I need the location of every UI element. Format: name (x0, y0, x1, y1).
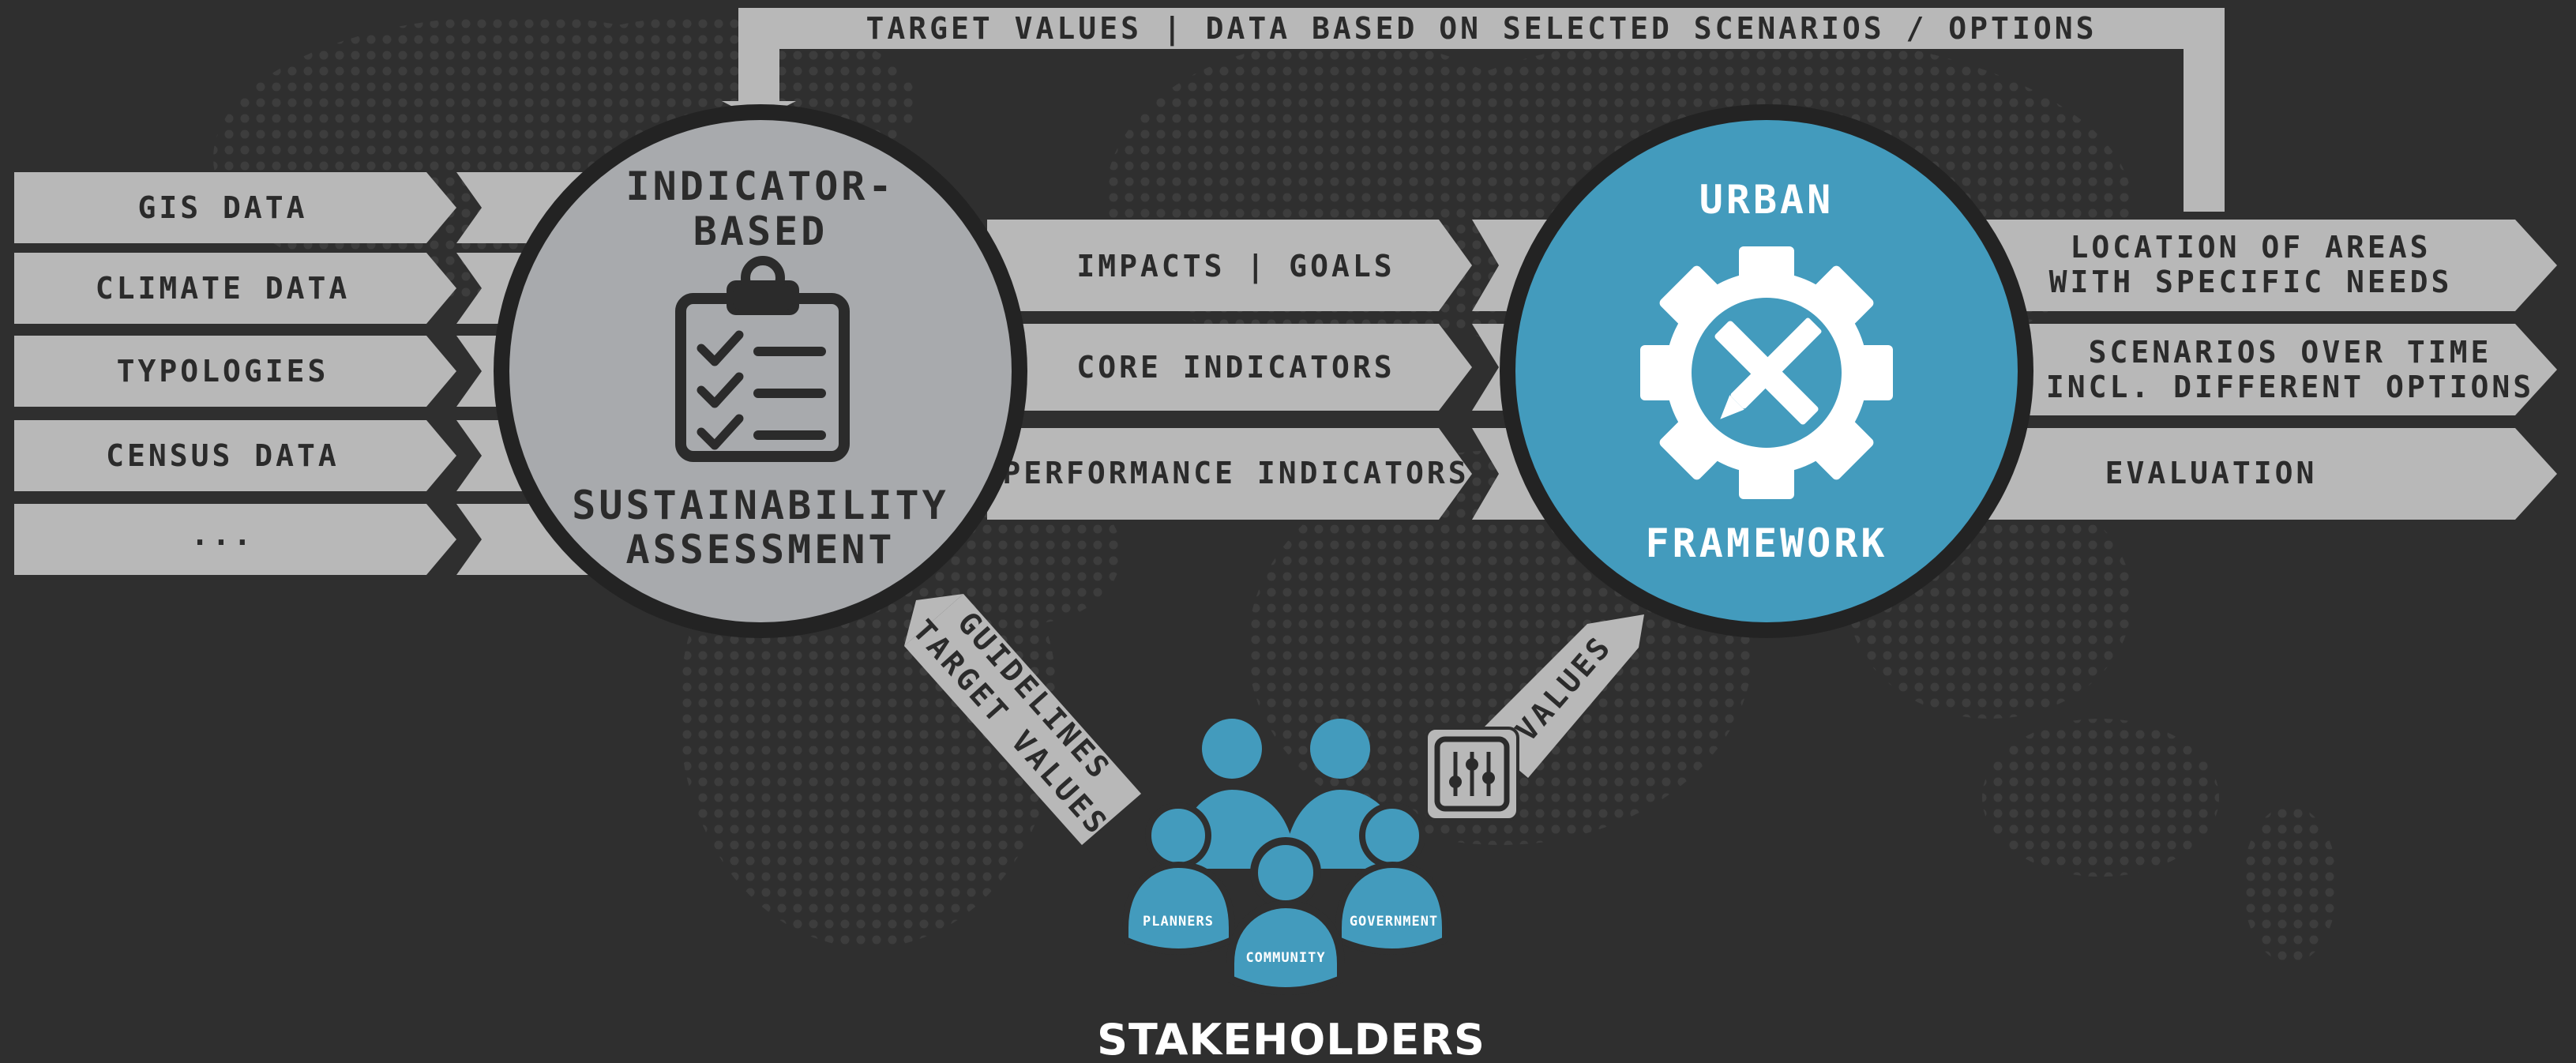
assessment-subtitle-line2: ASSESSMENT (625, 527, 895, 573)
stakeholders-title: STAKEHOLDERS (1097, 1015, 1485, 1063)
clipboard-checklist-icon (675, 256, 850, 462)
link-label: IMPACTS | GOALS (1076, 249, 1395, 284)
output-label-line2: WITH SPECIFIC NEEDS (2049, 265, 2453, 299)
input-label: ... (191, 517, 255, 552)
framework-subtitle: FRAMEWORK (1646, 520, 1888, 566)
input-label: CLIMATE DATA (96, 271, 351, 306)
framework-circle: URBAN FRAMEWORK (1500, 104, 2033, 638)
output-label-line1: SCENARIOS OVER TIME (2089, 335, 2492, 370)
stakeholder-community-label: COMMUNITY (1245, 950, 1325, 966)
assessment-subtitle-line1: SUSTAINABILITY (572, 483, 948, 528)
stakeholders-people-icon (1122, 719, 1448, 995)
link-label: PERFORMANCE INDICATORS (1002, 456, 1469, 490)
link-arrow-core-indicators: CORE INDICATORS (987, 324, 1548, 411)
output-arrow-scenarios: SCENARIOS OVER TIME INCL. DIFFERENT OPTI… (1974, 324, 2557, 415)
output-arrows: LOCATION OF AREAS WITH SPECIFIC NEEDS SC… (1974, 220, 2557, 520)
assessment-circle: INDICATOR- BASED SUSTAINABILITY ASSESSME… (494, 104, 1027, 638)
stakeholder-government-label: GOVERNMENT (1350, 914, 1438, 930)
output-label-line1: EVALUATION (2105, 456, 2318, 490)
gear-ruler-pencil-icon (1640, 246, 1893, 499)
framework-title: URBAN (1699, 177, 1834, 223)
target-values-label: TARGET VALUES | DATA BASED ON SELECTED S… (866, 11, 2097, 47)
input-arrow-gis-data: GIS DATA (14, 172, 600, 243)
world-map-background (213, 16, 2338, 963)
stakeholder-planners-label: PLANNERS (1143, 914, 1214, 930)
target-values-loop-arrow: TARGET VALUES | DATA BASED ON SELECTED S… (722, 8, 2225, 212)
input-label: GIS DATA (137, 190, 307, 225)
link-arrows: IMPACTS | GOALS CORE INDICATORS PERFORMA… (987, 220, 1548, 520)
output-label-line1: LOCATION OF AREAS (2071, 230, 2431, 265)
assessment-title-line1: INDICATOR- (625, 163, 895, 209)
output-arrow-location-areas: LOCATION OF AREAS WITH SPECIFIC NEEDS (1974, 220, 2557, 311)
sliders-icon (1425, 727, 1519, 821)
output-arrow-evaluation: EVALUATION (1974, 428, 2557, 520)
input-label: CENSUS DATA (106, 438, 340, 473)
assessment-title-line2: BASED (693, 208, 828, 254)
link-label: CORE INDICATORS (1076, 350, 1395, 385)
input-arrow-more: ... (14, 504, 600, 575)
input-label: TYPOLOGIES (117, 354, 329, 389)
output-label-line2: INCL. DIFFERENT OPTIONS (2046, 370, 2534, 404)
